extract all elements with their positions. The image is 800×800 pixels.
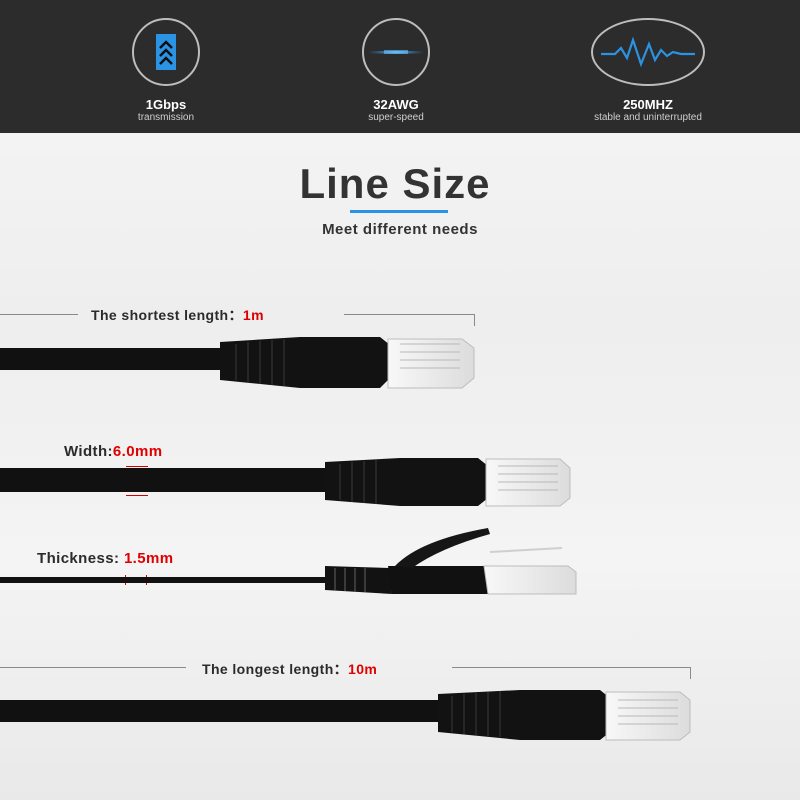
feature-speed-circle <box>132 18 200 86</box>
cable-long <box>0 690 691 741</box>
shortest-length-text: The shortest length： <box>91 307 243 323</box>
feature-awg-circle <box>362 18 430 86</box>
shortest-length-label: The shortest length：1m <box>91 305 264 325</box>
feature-frequency-subtitle: stable and uninterrupted <box>594 112 702 123</box>
longest-dim-tick <box>690 667 691 679</box>
longest-dim-line-left <box>0 667 186 668</box>
feature-header: 1Gbps transmission 32AWG <box>0 0 800 133</box>
speed-chevrons-icon <box>156 34 176 70</box>
shortest-dim-tick <box>474 314 475 326</box>
feature-speed-title: 1Gbps <box>145 97 187 112</box>
shortest-dim-line-right <box>344 314 474 315</box>
longest-length-label: The longest length：10m <box>202 659 377 679</box>
cable-thickness <box>0 528 577 595</box>
feature-frequency-circle <box>591 18 705 86</box>
longest-dim-line-right <box>452 667 690 668</box>
title-underline <box>350 210 448 213</box>
feature-awg-subtitle: super-speed <box>368 112 424 123</box>
thickness-label: Thickness: 1.5mm <box>37 550 173 567</box>
waveform-icon <box>601 36 695 68</box>
feature-awg-title: 32AWG <box>373 97 419 112</box>
signal-line-icon <box>368 50 424 54</box>
width-value: 6.0mm <box>112 443 163 460</box>
cable-short <box>0 337 475 389</box>
feature-speed-subtitle: transmission <box>137 112 195 123</box>
shortest-length-value: 1m <box>242 307 264 323</box>
feature-frequency: 250MHZ stable and uninterrupted <box>548 18 748 124</box>
feature-awg: 32AWG super-speed <box>296 18 496 124</box>
longest-length-text: The longest length： <box>202 661 349 677</box>
page-title: Line Size <box>299 160 491 207</box>
width-label: Width:6.0mm <box>64 443 162 460</box>
shortest-dim-line-left <box>0 314 78 315</box>
thickness-value: 1.5mm <box>123 550 174 567</box>
longest-length-value: 10m <box>348 661 378 677</box>
feature-speed: 1Gbps transmission <box>66 18 266 124</box>
width-text: Width: <box>64 443 113 460</box>
page-subtitle: Meet different needs <box>322 221 478 238</box>
cable-width <box>0 458 571 507</box>
feature-frequency-title: 250MHZ <box>623 97 673 112</box>
width-marker <box>126 466 148 496</box>
thickness-text: Thickness: <box>37 550 124 567</box>
